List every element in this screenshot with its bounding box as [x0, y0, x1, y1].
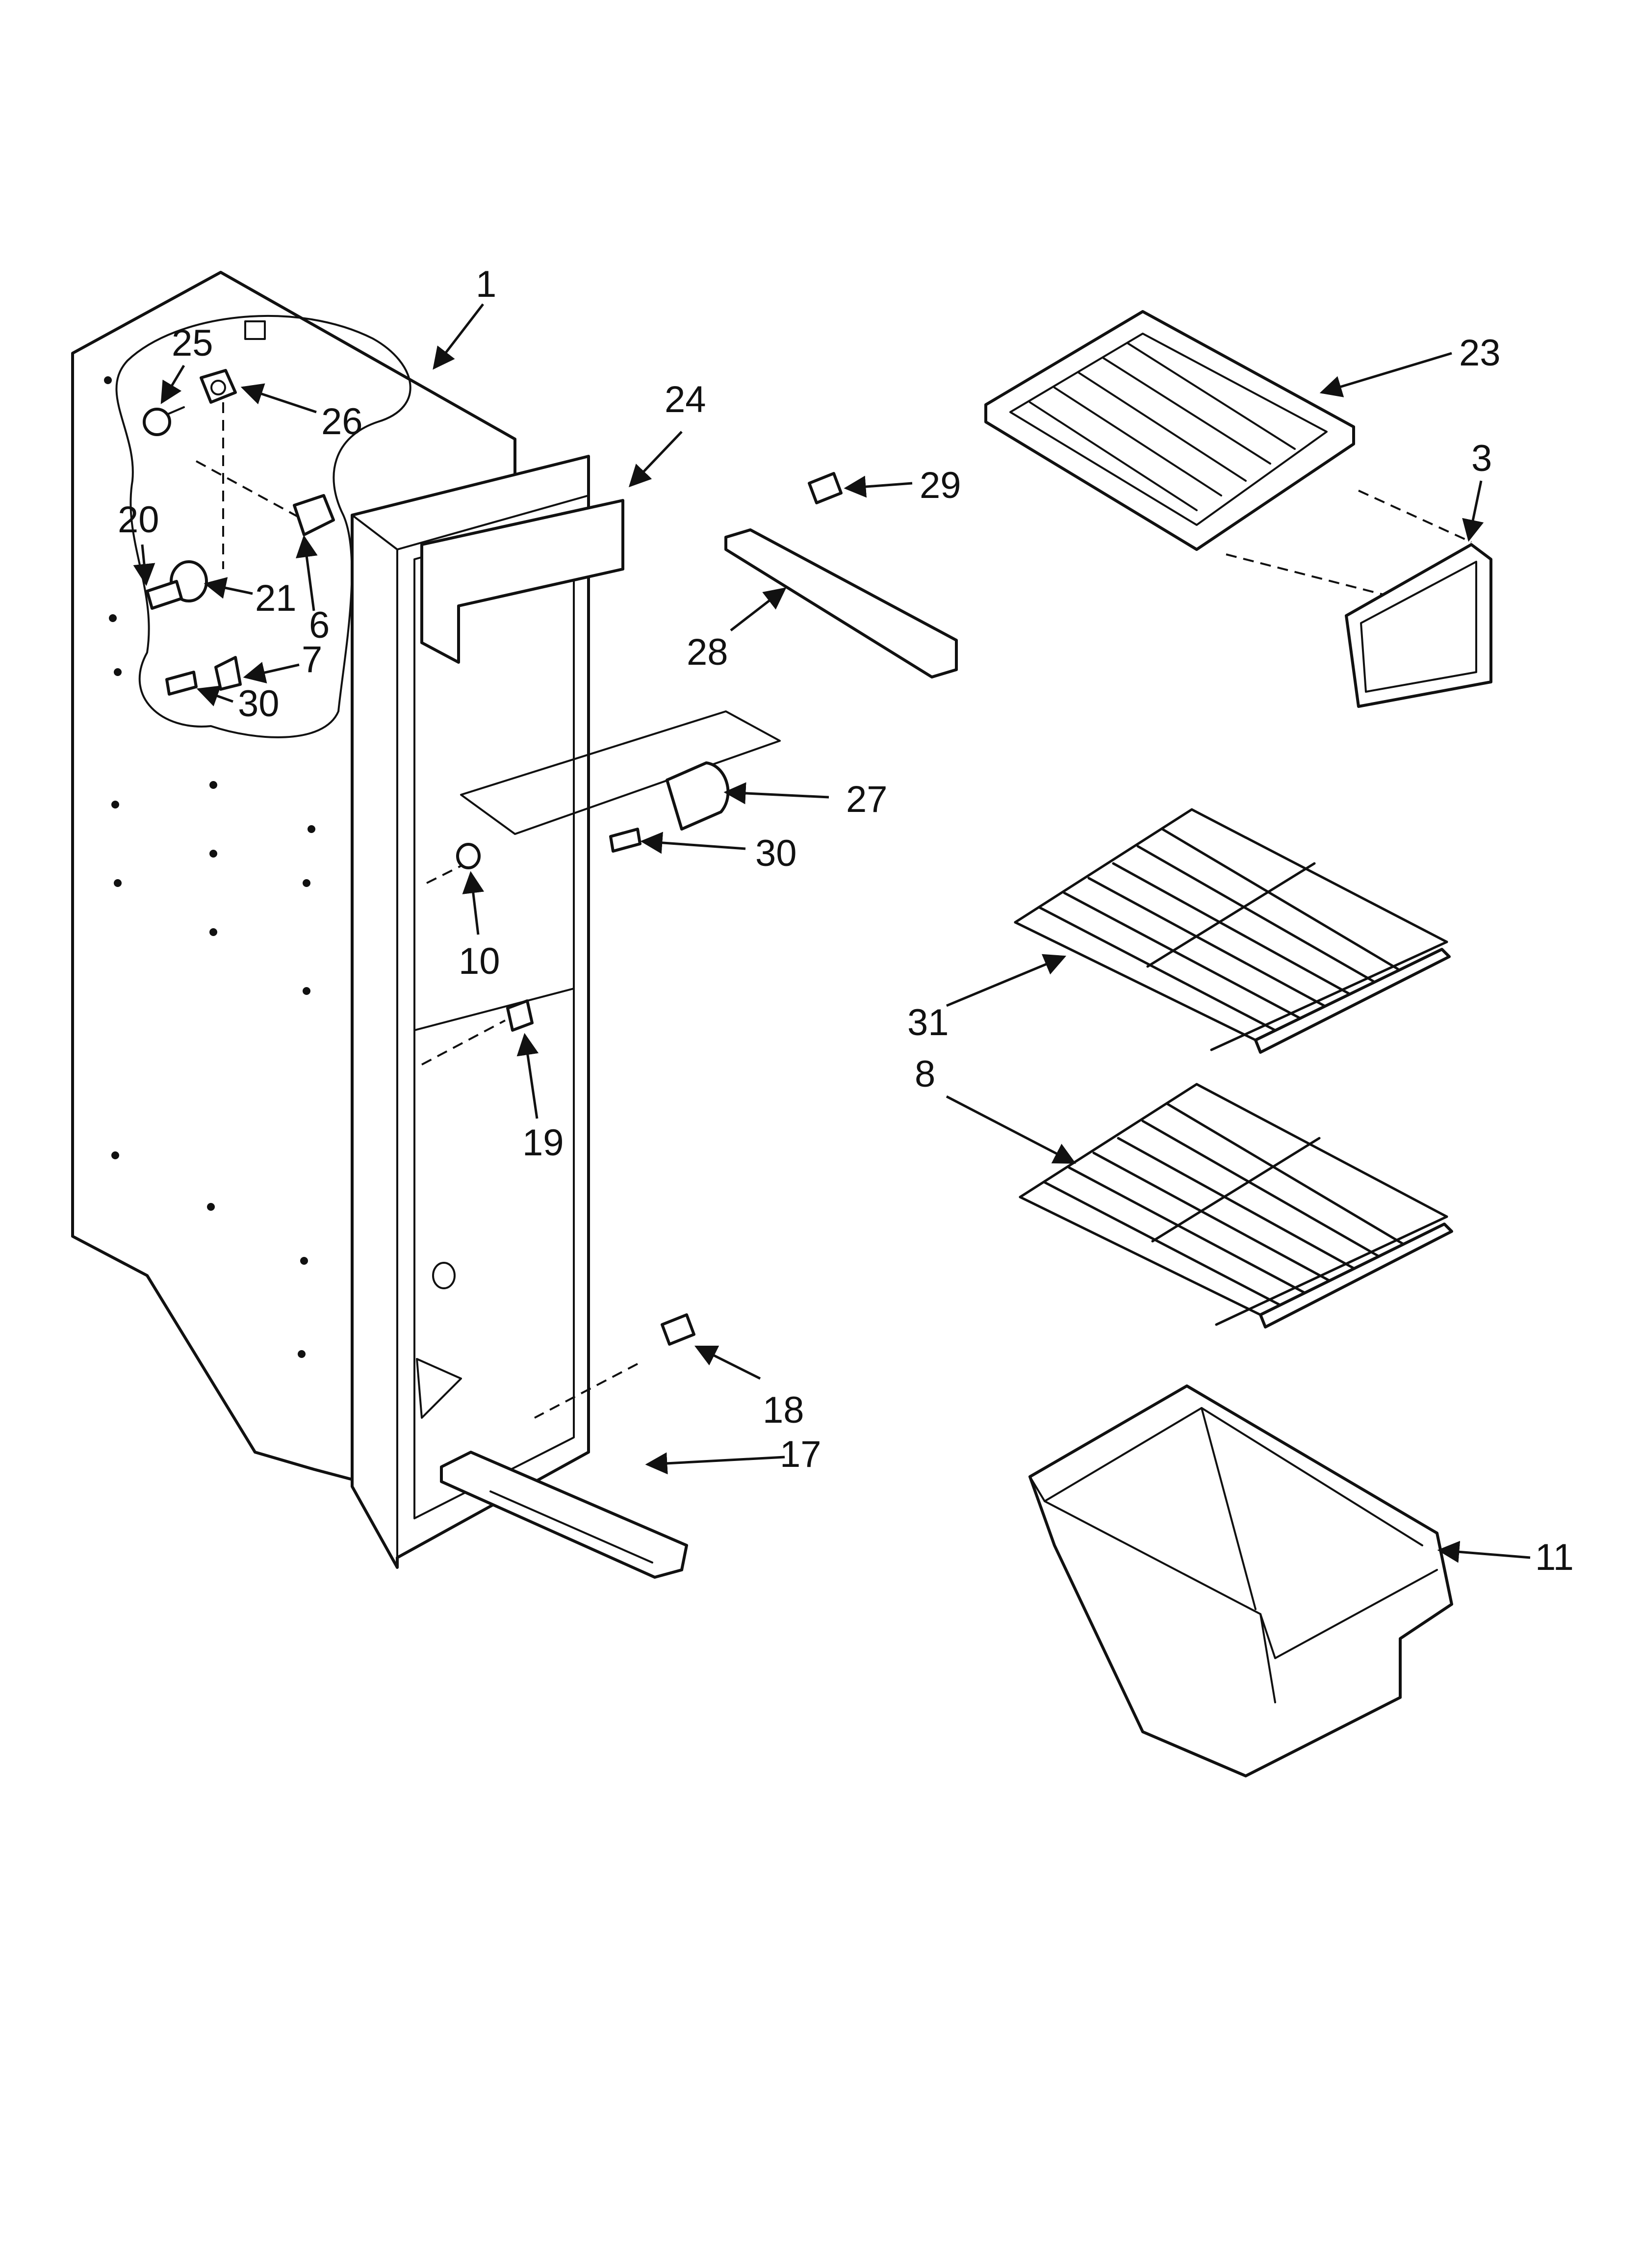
- plate: [460, 710, 781, 835]
- cover-panel-24: [420, 499, 624, 664]
- callout-7: 7: [302, 639, 322, 680]
- freezer-liner: [71, 271, 590, 1569]
- screw-30a: [165, 671, 198, 696]
- callout-24: 24: [665, 379, 706, 420]
- screw-29: [808, 472, 843, 504]
- callout-27: 27: [846, 779, 888, 820]
- leader-lines: [133, 303, 1531, 1563]
- light-bulb: [143, 406, 185, 436]
- callout-25: 25: [172, 322, 213, 364]
- callout-30a: 30: [238, 683, 280, 725]
- stop-10: [426, 843, 481, 884]
- callout-28: 28: [687, 631, 728, 673]
- bracket-6: [293, 494, 335, 536]
- callout-31: 31: [907, 1002, 949, 1043]
- callout-20: 20: [118, 499, 159, 541]
- screw-18: [534, 1313, 695, 1419]
- callout-6: 6: [309, 604, 330, 646]
- callout-labels: 1 25 26 24 20 21 6 7 30 29 28 27 30 10 1…: [118, 263, 1574, 1578]
- knob-21: [146, 560, 208, 610]
- callout-10: 10: [459, 940, 500, 982]
- callout-3: 3: [1471, 438, 1492, 479]
- callout-19: 19: [522, 1122, 564, 1164]
- callout-21: 21: [255, 577, 297, 619]
- housing-27: [666, 761, 730, 831]
- pan-3: [1345, 543, 1492, 708]
- switch-19: [421, 999, 534, 1066]
- callout-1: 1: [476, 263, 496, 305]
- callout-30b: 30: [755, 833, 797, 874]
- screw-30b: [609, 828, 641, 853]
- callout-11: 11: [1535, 1537, 1574, 1578]
- rail-28: [724, 528, 958, 678]
- wire-shelf-31: [1014, 808, 1451, 1054]
- callout-8: 8: [915, 1053, 935, 1095]
- grille-17: [440, 1451, 688, 1579]
- wire-shelf-8: [1019, 1083, 1453, 1329]
- clip-7: [214, 656, 242, 691]
- light-socket: [200, 369, 237, 404]
- callout-26: 26: [321, 401, 363, 443]
- bin-11: [1028, 1384, 1453, 1777]
- callout-17: 17: [780, 1434, 821, 1475]
- callout-18: 18: [763, 1389, 804, 1431]
- shelf-frame-23: [984, 310, 1355, 551]
- callout-29: 29: [920, 465, 961, 506]
- callout-23: 23: [1459, 332, 1501, 374]
